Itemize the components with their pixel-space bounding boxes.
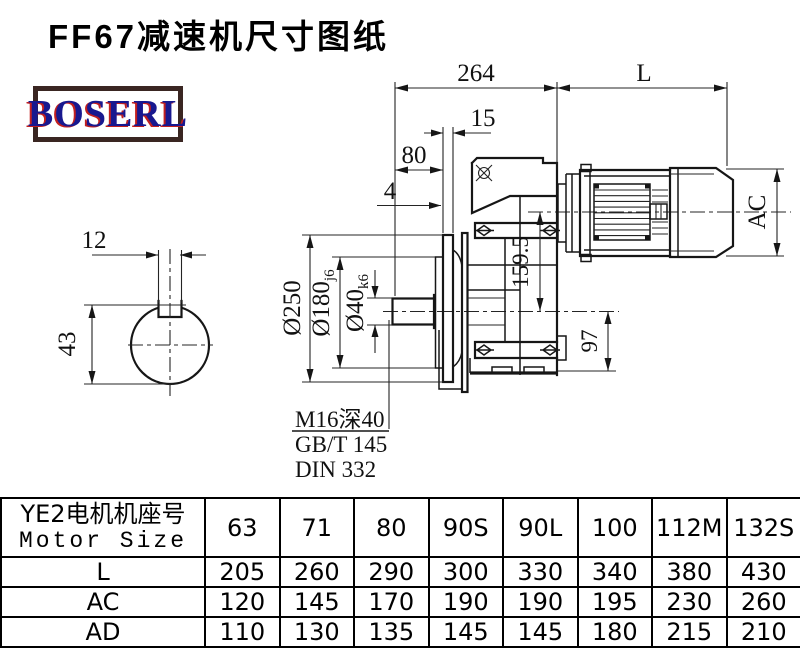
shaft-section-view: 12 43 xyxy=(54,227,213,396)
dim-foot-depth: 97 xyxy=(577,312,612,372)
cell: 190 xyxy=(429,587,504,617)
dim-spigot-diameter: Ø180j6 xyxy=(308,257,344,368)
cell: 130 xyxy=(280,617,355,647)
col-header: 63 xyxy=(205,498,280,557)
cell: 145 xyxy=(429,617,504,647)
col-header: 71 xyxy=(280,498,355,557)
svg-text:97: 97 xyxy=(577,330,602,353)
cell: 380 xyxy=(652,557,727,587)
dim-shaft-diameter: Ø40k6 xyxy=(342,270,379,353)
cell: 205 xyxy=(205,557,280,587)
svg-text:Ø180j6: Ø180j6 xyxy=(308,269,338,337)
cell: 215 xyxy=(652,617,727,647)
svg-text:159.5: 159.5 xyxy=(508,236,533,288)
col-header: 132S xyxy=(727,498,800,557)
technical-drawing: 12 43 xyxy=(0,0,800,497)
cell: 170 xyxy=(354,587,429,617)
svg-text:264: 264 xyxy=(457,60,495,87)
cell: 230 xyxy=(652,587,727,617)
svg-text:DIN 332: DIN 332 xyxy=(295,457,376,482)
cell: 330 xyxy=(503,557,578,587)
bolt-mark-upper-left xyxy=(474,226,494,236)
cell: 120 xyxy=(205,587,280,617)
output-flange xyxy=(436,233,468,392)
svg-text:15: 15 xyxy=(471,105,496,132)
header-motor-size: YE2电机机座号 Motor Size xyxy=(1,498,205,557)
bolt-mark-top xyxy=(476,165,492,181)
svg-text:80: 80 xyxy=(402,142,427,169)
svg-text:43: 43 xyxy=(54,332,81,357)
table-row-AC: AC 120 145 170 190 190 195 230 260 xyxy=(1,587,800,617)
dim-motor-length: L xyxy=(557,60,727,92)
svg-text:4: 4 xyxy=(384,178,397,205)
svg-text:Ø40k6: Ø40k6 xyxy=(342,273,372,332)
cell: 110 xyxy=(205,617,280,647)
row-label: L xyxy=(1,557,205,587)
svg-text:M16深40: M16深40 xyxy=(295,407,384,432)
dim-flange-thickness: 15 xyxy=(424,105,496,137)
cell: 340 xyxy=(578,557,653,587)
dim-overall-length: 264 xyxy=(395,60,727,92)
cell: 260 xyxy=(280,557,355,587)
cell: 210 xyxy=(727,617,800,647)
dim-axis-offset: 159.5 xyxy=(508,212,544,311)
bolt-mark-lower-left xyxy=(474,345,494,355)
col-header: 90S xyxy=(429,498,504,557)
cell: 300 xyxy=(429,557,504,587)
col-header: 80 xyxy=(354,498,429,557)
main-view: 264 L 15 80 4 xyxy=(279,60,791,482)
table-row-L: L 205 260 290 300 330 340 380 430 xyxy=(1,557,800,587)
col-header: 90L xyxy=(503,498,578,557)
dim-gap: 4 xyxy=(377,178,441,209)
svg-text:12: 12 xyxy=(82,227,107,254)
cell: 180 xyxy=(578,617,653,647)
cell: 135 xyxy=(354,617,429,647)
svg-text:Ø250: Ø250 xyxy=(279,280,306,336)
table-row-AD: AD 110 130 135 145 145 180 215 210 xyxy=(1,617,800,647)
table-header-row: YE2电机机座号 Motor Size 63 71 80 90S 90L 100… xyxy=(1,498,800,557)
cell: 145 xyxy=(503,617,578,647)
motor xyxy=(558,165,733,262)
dim-shaft-extension: 80 xyxy=(395,142,443,174)
svg-text:GB/T 145: GB/T 145 xyxy=(295,432,387,457)
col-header: 112M xyxy=(652,498,727,557)
col-header: 100 xyxy=(578,498,653,557)
svg-text:L: L xyxy=(636,60,651,87)
cell: 430 xyxy=(727,557,800,587)
row-label: AC xyxy=(1,587,205,617)
cell: 145 xyxy=(280,587,355,617)
dim-key-width: 12 xyxy=(82,227,207,259)
motor-size-table: YE2电机机座号 Motor Size 63 71 80 90S 90L 100… xyxy=(0,497,800,648)
cell: 290 xyxy=(354,557,429,587)
cell: 195 xyxy=(578,587,653,617)
row-label: AD xyxy=(1,617,205,647)
cell: 190 xyxy=(503,587,578,617)
cell: 260 xyxy=(727,587,800,617)
svg-text:AC: AC xyxy=(744,195,771,230)
